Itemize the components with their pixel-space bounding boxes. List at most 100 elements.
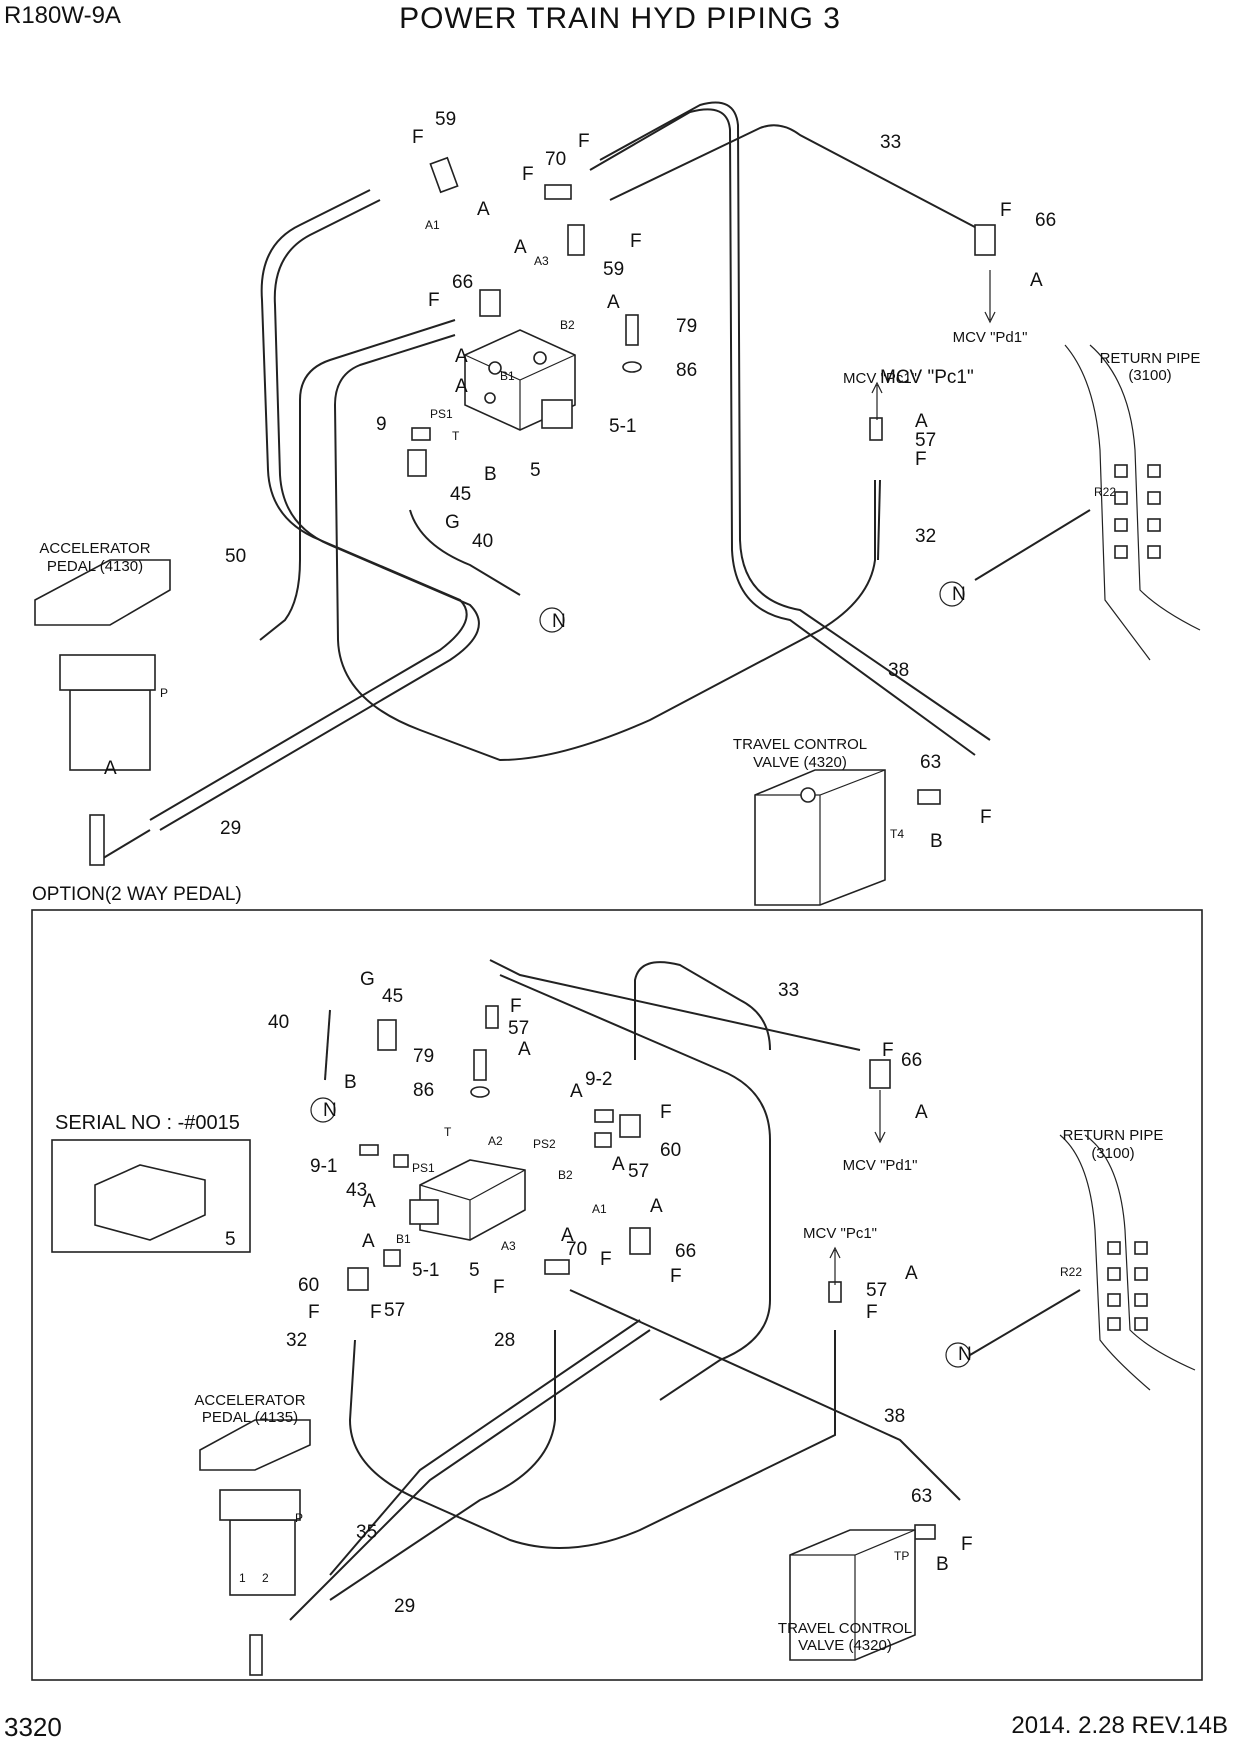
top-callout: F: [1000, 200, 1012, 221]
b-fitting-63: [914, 1524, 936, 1540]
fitting-45: [407, 449, 427, 477]
bottom-callout: F: [600, 1249, 612, 1270]
model-number: R180W-9A: [4, 2, 121, 29]
b-fitting-60: [619, 1114, 641, 1138]
fitting-59b: [567, 224, 585, 256]
top-callout: N: [552, 611, 566, 632]
b-pedal-mount: [219, 1489, 301, 1521]
bottom-callout: PS1: [412, 1161, 435, 1175]
top-diagram: [34, 101, 1201, 906]
b-pipe-32: [348, 1330, 837, 1549]
serial-inset-frame: [51, 1139, 251, 1253]
bottom-callout: 5-1: [412, 1260, 439, 1281]
top-callout: A: [455, 346, 468, 367]
top-callout: 50: [225, 546, 246, 567]
bottom-callout: G: [360, 969, 375, 990]
b-return-pipe-left: [1059, 1134, 1151, 1391]
bottom-callout: A: [612, 1154, 625, 1175]
bottom-callout: F: [370, 1302, 382, 1323]
mcv-pc1-top: MCV "Pc1": [843, 370, 917, 387]
bottom-callout: 63: [911, 1486, 932, 1507]
b-fitting-66: [629, 1227, 651, 1255]
return-pipe-right: [1089, 344, 1201, 631]
pipe-50-loop: [149, 189, 468, 821]
bottom-callout: PS2: [533, 1137, 556, 1151]
top-callout: 59: [435, 109, 456, 130]
bottom-callout: A: [518, 1039, 531, 1060]
solenoid-5-1: [541, 399, 573, 429]
b-fitting-57: [594, 1132, 612, 1148]
top-callout: 9: [376, 414, 387, 435]
bottom-callout: A: [915, 1102, 928, 1123]
b-return-pipe-ports: [1107, 1241, 1148, 1331]
valve-port: [800, 787, 816, 803]
bolt-79: [625, 314, 639, 346]
marker-n-top-1: [539, 607, 565, 633]
bottom-callout: B: [936, 1554, 949, 1575]
bottom-callout: 66: [675, 1241, 696, 1262]
mcv-pd1-bottom: MCV "Pd1": [843, 1157, 918, 1174]
bottom-callout: A3: [501, 1239, 516, 1253]
b-pedal-valve-body: [229, 1519, 296, 1596]
b-fitting-60b: [347, 1267, 369, 1291]
b-fitting-57-top: [485, 1005, 499, 1029]
top-callout: PS1: [430, 407, 453, 421]
bottom-callout: A: [362, 1231, 375, 1252]
page-title: POWER TRAIN HYD PIPING 3: [399, 2, 841, 35]
top-callout: A: [514, 237, 527, 258]
bottom-callout: 66: [901, 1050, 922, 1071]
b-return-hose: [969, 1289, 1081, 1356]
bottom-callout: B2: [558, 1168, 573, 1182]
pipe-loop-outer-2: [589, 108, 976, 756]
top-callout: F: [980, 807, 992, 828]
top-callout: 66: [452, 272, 473, 293]
bottom-callout: 32: [286, 1330, 307, 1351]
pipe-33-loop: [609, 124, 991, 236]
top-callout: F: [578, 131, 590, 152]
bottom-callout: 57: [628, 1161, 649, 1182]
manifold-edge: [464, 354, 576, 430]
bottom-callout: A: [363, 1191, 376, 1212]
bottom-callout: 70: [566, 1239, 587, 1260]
b-arrow-pd1: [874, 1090, 886, 1144]
fitting-66b: [479, 289, 501, 317]
b-pedal-fitting: [249, 1634, 263, 1676]
return-pipe-top-line-2: (3100): [1128, 367, 1171, 384]
travel-valve-bottom-line-2: VALVE (4320): [798, 1637, 892, 1654]
pipe-29: [99, 829, 151, 861]
pipe-40: [409, 509, 521, 596]
port-b2: [533, 351, 547, 365]
top-callout: 29: [220, 818, 241, 839]
pipe-50-loop-2: [159, 199, 480, 831]
top-callout: F: [630, 231, 642, 252]
bottom-callout: 5: [225, 1229, 236, 1250]
port-b1: [488, 361, 502, 375]
top-callout: 5-1: [609, 416, 636, 437]
bottom-callout: 43: [346, 1180, 367, 1201]
return-pipe-left: [1064, 344, 1151, 661]
travel-valve-top-line-1: TRAVEL CONTROL: [733, 736, 867, 753]
top-callout: 32: [915, 526, 936, 547]
return-pipe-ports: [1114, 464, 1161, 559]
b-pipe-33-loop: [489, 959, 861, 1051]
pipe-loop-outer: [599, 101, 991, 741]
return-pipe-bottom-line-2: (3100): [1091, 1145, 1134, 1162]
bottom-callout: F: [493, 1277, 505, 1298]
b-travel-control-valve: [789, 1529, 916, 1661]
accelerator-pedal-top: [34, 559, 171, 626]
option-title: OPTION(2 WAY PEDAL): [32, 884, 242, 905]
b-pipe-29: [289, 1329, 651, 1621]
bottom-callout: 86: [413, 1080, 434, 1101]
top-callout: R22: [1094, 485, 1116, 499]
top-callout: 45: [450, 484, 471, 505]
bottom-callout: 35: [356, 1522, 377, 1543]
bottom-callout: 2: [262, 1571, 269, 1585]
mcv-pd1-top: MCV "Pd1": [953, 329, 1028, 346]
return-pipe-hose: [974, 509, 1091, 581]
b-fitting-45: [377, 1019, 397, 1051]
bottom-callout: 60: [660, 1140, 681, 1161]
top-callout: F: [522, 164, 534, 185]
b-pipe-28: [329, 1330, 556, 1601]
